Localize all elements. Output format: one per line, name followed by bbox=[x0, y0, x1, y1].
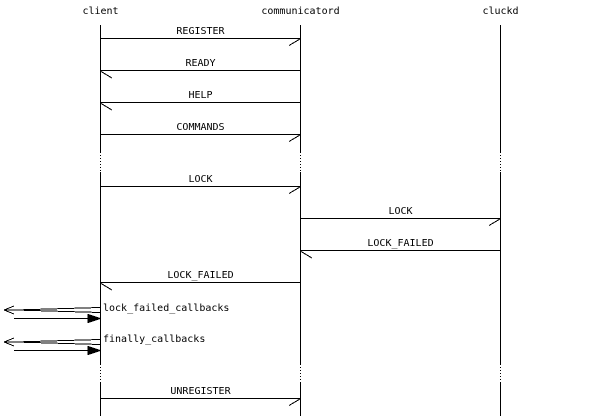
arrowhead-open-left-icon bbox=[3, 341, 15, 347]
message-label-help: HELP bbox=[188, 90, 213, 101]
message-help-arrow bbox=[100, 102, 301, 111]
message-lock-arrow bbox=[100, 186, 301, 194]
message-label-ready: READY bbox=[185, 58, 216, 69]
arrowhead-left-icon bbox=[100, 283, 113, 291]
message-label-lock2: LOCK bbox=[388, 206, 413, 217]
arrowhead-right-icon bbox=[288, 186, 301, 194]
message-finally-callbacks-arrow bbox=[3, 337, 102, 356]
entity-label-client: client bbox=[82, 6, 119, 17]
arrowhead-right-icon bbox=[288, 38, 301, 46]
arrowhead-open-left-icon bbox=[3, 305, 15, 311]
arrowhead-open-left-icon bbox=[3, 309, 15, 315]
arrowhead-right-icon bbox=[288, 134, 301, 142]
message-lock-failed-callbacks-arrow bbox=[3, 305, 102, 324]
message-label-lock: LOCK bbox=[188, 174, 213, 185]
message-label-lock-failed: LOCK_FAILED bbox=[367, 238, 434, 249]
message-ready-arrow bbox=[100, 70, 301, 79]
entity-label-communicatord: communicatord bbox=[261, 6, 340, 17]
callback-out-line bbox=[14, 341, 101, 345]
message-lock2-arrow bbox=[300, 218, 501, 226]
message-unregister-arrow bbox=[100, 398, 301, 406]
message-label-unregister: UNREGISTER bbox=[170, 386, 231, 397]
message-lock-failed-arrow bbox=[300, 250, 501, 259]
message-register-arrow bbox=[100, 38, 301, 46]
callback-out-line bbox=[14, 307, 101, 311]
arrowhead-left-icon bbox=[300, 251, 313, 259]
message-commands-arrow bbox=[100, 134, 301, 142]
arrowhead-left-icon bbox=[100, 103, 113, 111]
arrowhead-right-icon bbox=[288, 398, 301, 406]
arrowhead-open-left-icon bbox=[3, 337, 15, 343]
message-label-lock-failed-callbacks: lock_failed_callbacks bbox=[103, 303, 230, 314]
message-label-commands: COMMANDS bbox=[176, 122, 225, 133]
arrowhead-solid-right-icon bbox=[87, 345, 102, 356]
message-label-finally-callbacks: finally_callbacks bbox=[103, 334, 206, 345]
arrowhead-right-icon bbox=[488, 218, 501, 226]
arrowhead-left-icon bbox=[100, 71, 113, 79]
arrowhead-solid-right-icon bbox=[87, 313, 102, 324]
entity-label-cluckd: cluckd bbox=[482, 6, 519, 17]
message-lock-failed2-arrow bbox=[100, 282, 301, 291]
callback-out-line bbox=[14, 339, 101, 343]
message-label-lock-failed2: LOCK_FAILED bbox=[167, 270, 234, 281]
callback-out-line bbox=[14, 309, 101, 313]
message-label-register: REGISTER bbox=[176, 26, 225, 37]
